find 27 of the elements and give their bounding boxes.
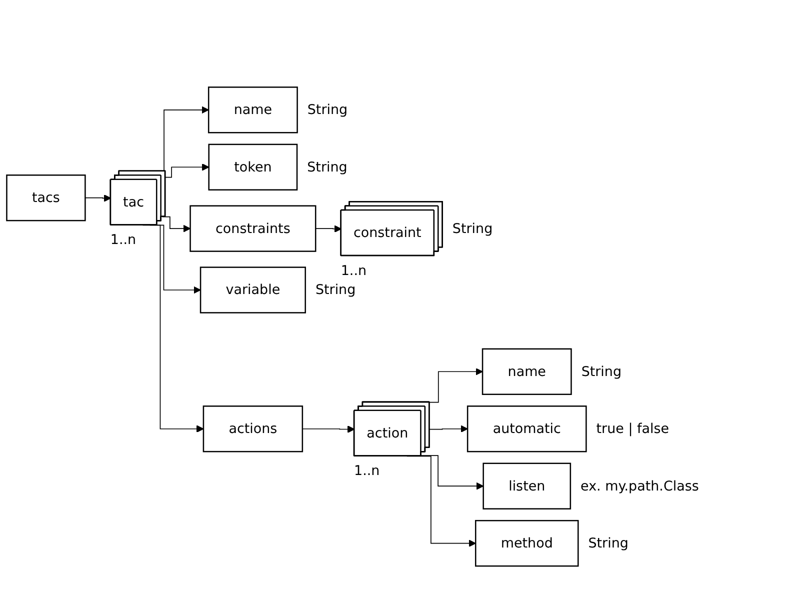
node-box: actions — [202, 406, 304, 452]
node-label: true | false — [596, 420, 670, 436]
node-box: tacs — [6, 174, 86, 222]
node-box: token — [208, 144, 298, 190]
node-label: 1..n — [340, 262, 367, 278]
arrow — [315, 225, 342, 233]
arrow — [165, 163, 210, 178]
node-label: 1..n — [354, 462, 380, 479]
arrow — [84, 194, 112, 202]
arrow — [429, 425, 468, 433]
node-box: constraints — [190, 205, 316, 252]
node-label: String — [307, 101, 348, 118]
node-box: listen — [482, 462, 572, 510]
node-box: variable — [200, 266, 306, 314]
node-label: ex. my.path.Class — [580, 478, 699, 494]
node-label: String — [307, 158, 348, 175]
node-label: String — [588, 534, 628, 551]
node-box: name — [482, 348, 572, 395]
node-box: name — [208, 86, 298, 134]
node-label: 1..n — [110, 232, 136, 248]
node-box: method — [475, 520, 579, 567]
arrow — [420, 455, 484, 490]
node-box: automatic — [466, 406, 587, 452]
node-label: String — [581, 363, 622, 380]
node-label: String — [315, 282, 356, 298]
arrow — [302, 426, 355, 433]
node-label: String — [452, 220, 493, 236]
